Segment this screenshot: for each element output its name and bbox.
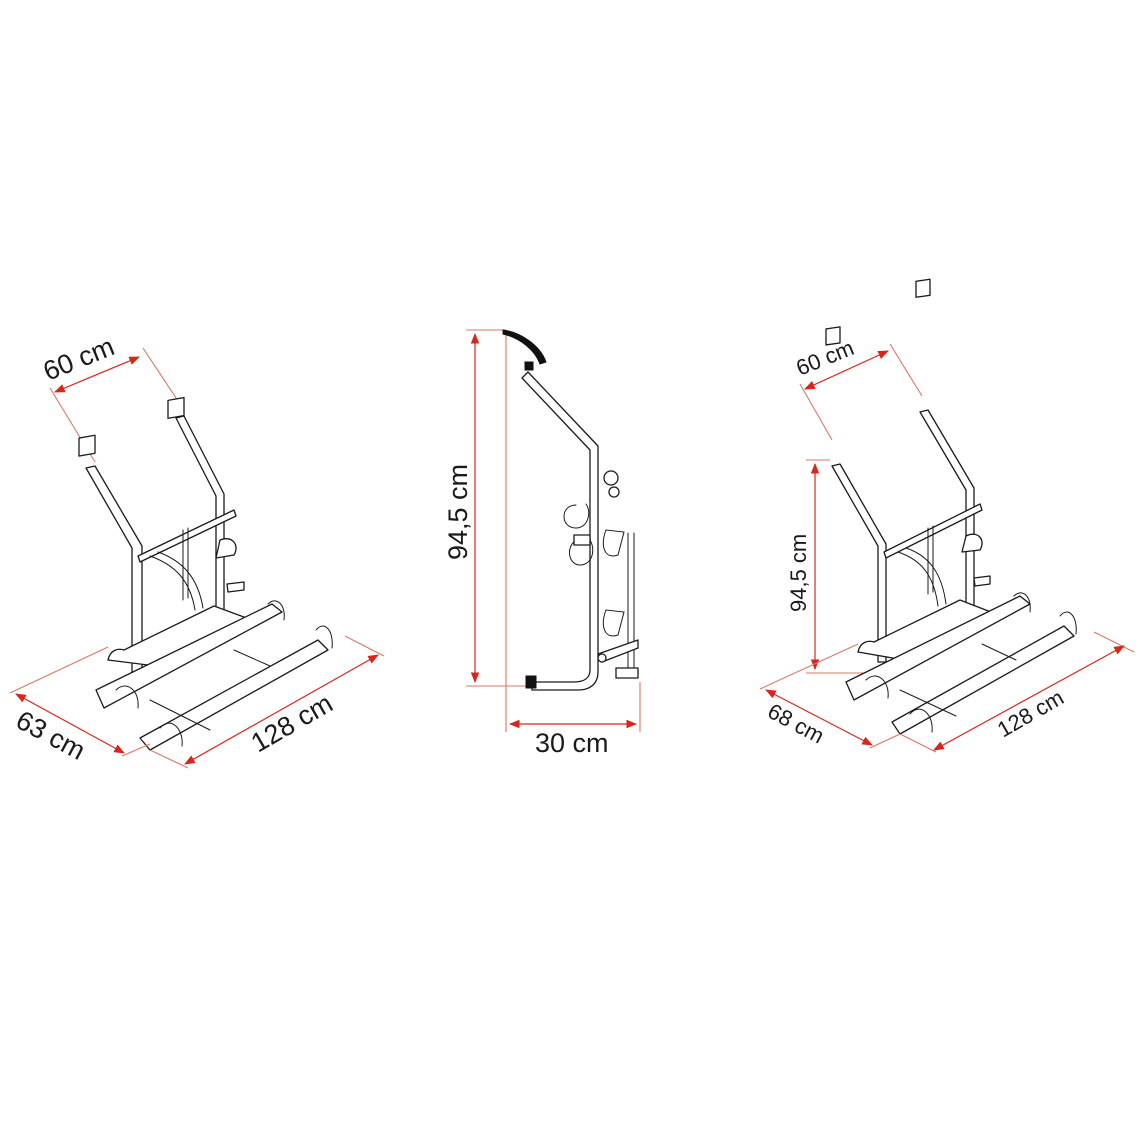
center-height-label: 94,5 cm xyxy=(443,464,473,560)
right-height-dimension: 94,5 cm xyxy=(786,459,866,674)
right-height-label: 94,5 cm xyxy=(786,534,811,612)
left-depth-dimension: 63 cm xyxy=(9,646,151,766)
left-top-width-label: 60 cm xyxy=(39,331,118,386)
center-side-view: 94,5 cm 30 cm xyxy=(443,329,641,758)
right-isometric-view: 60 cm 94,5 cm xyxy=(759,278,1135,753)
center-height-dimension: 94,5 cm xyxy=(443,329,526,687)
right-top-width-label: 60 cm xyxy=(793,335,858,381)
left-length-label: 128 cm xyxy=(246,688,338,758)
left-carrier-drawing xyxy=(78,396,333,751)
center-depth-dimension: 30 cm xyxy=(508,682,641,758)
left-top-width-dimension: 60 cm xyxy=(39,331,181,463)
center-carrier-drawing xyxy=(502,329,639,691)
right-length-label: 128 cm xyxy=(993,685,1068,743)
right-top-width-dimension: 60 cm xyxy=(793,335,923,441)
left-depth-label: 63 cm xyxy=(11,705,90,766)
center-depth-label: 30 cm xyxy=(535,728,609,758)
left-isometric-view: 60 cm xyxy=(9,331,385,769)
right-carrier-drawing xyxy=(825,278,1077,735)
